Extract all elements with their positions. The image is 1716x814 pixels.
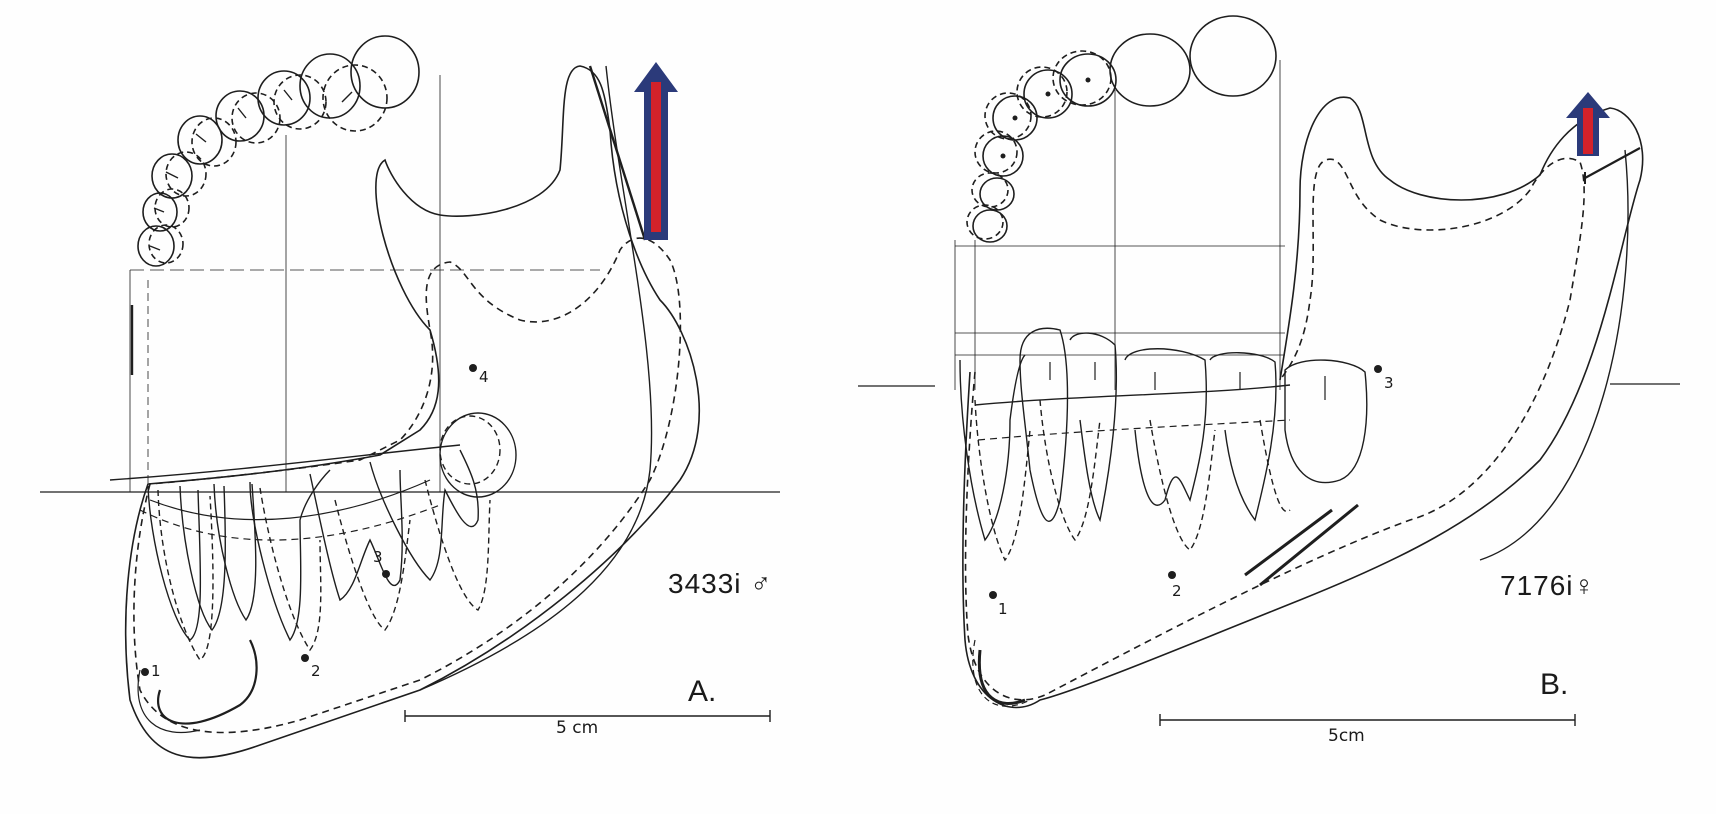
panel-a-upper-arch <box>137 35 420 267</box>
panel-b-mandible-outline <box>962 96 1644 709</box>
panel-a-point-1: 1 <box>151 662 161 680</box>
panel-b-point-1: 1 <box>998 600 1008 618</box>
panel-a-lower-teeth <box>137 412 517 734</box>
panel-b-lower-teeth <box>959 327 1368 707</box>
panel-b-specimen-label: 7176i♀ <box>1500 570 1596 601</box>
panel-a-mandible-outline-dashed <box>133 237 682 734</box>
panel-a-label: A. <box>688 675 717 708</box>
panel-b-mandible-outline-dashed <box>964 157 1585 701</box>
panel-a-scale-bar <box>404 710 771 722</box>
panel-b-point-3: 3 <box>1384 374 1394 392</box>
panel-b-landmarks <box>989 365 1382 599</box>
panel-a-point-2: 2 <box>311 662 321 680</box>
panel-a-point-4: 4 <box>479 368 489 386</box>
panel-a-landmarks <box>141 364 477 676</box>
panel-b-scale-label: 5cm <box>1328 726 1365 746</box>
panel-a-point-3: 3 <box>373 548 383 566</box>
panel-a-drawing <box>40 35 780 759</box>
panel-b-drawing <box>858 15 1680 726</box>
panel-b-scale-bar <box>1159 714 1576 726</box>
panel-b-growth-arrow <box>1566 92 1610 156</box>
panel-a-mandible-outline <box>124 65 701 759</box>
panel-b-label: B. <box>1540 668 1569 701</box>
panel-b-point-2: 2 <box>1172 582 1182 600</box>
panel-a-specimen-label: 3433i ♂ <box>668 568 773 599</box>
panel-a-grid <box>129 75 600 492</box>
panel-b-grid <box>954 60 1285 390</box>
panel-b-upper-arch <box>966 15 1277 243</box>
panel-a-growth-arrow <box>634 62 678 240</box>
panel-a-scale-label: 5 cm <box>556 718 599 738</box>
